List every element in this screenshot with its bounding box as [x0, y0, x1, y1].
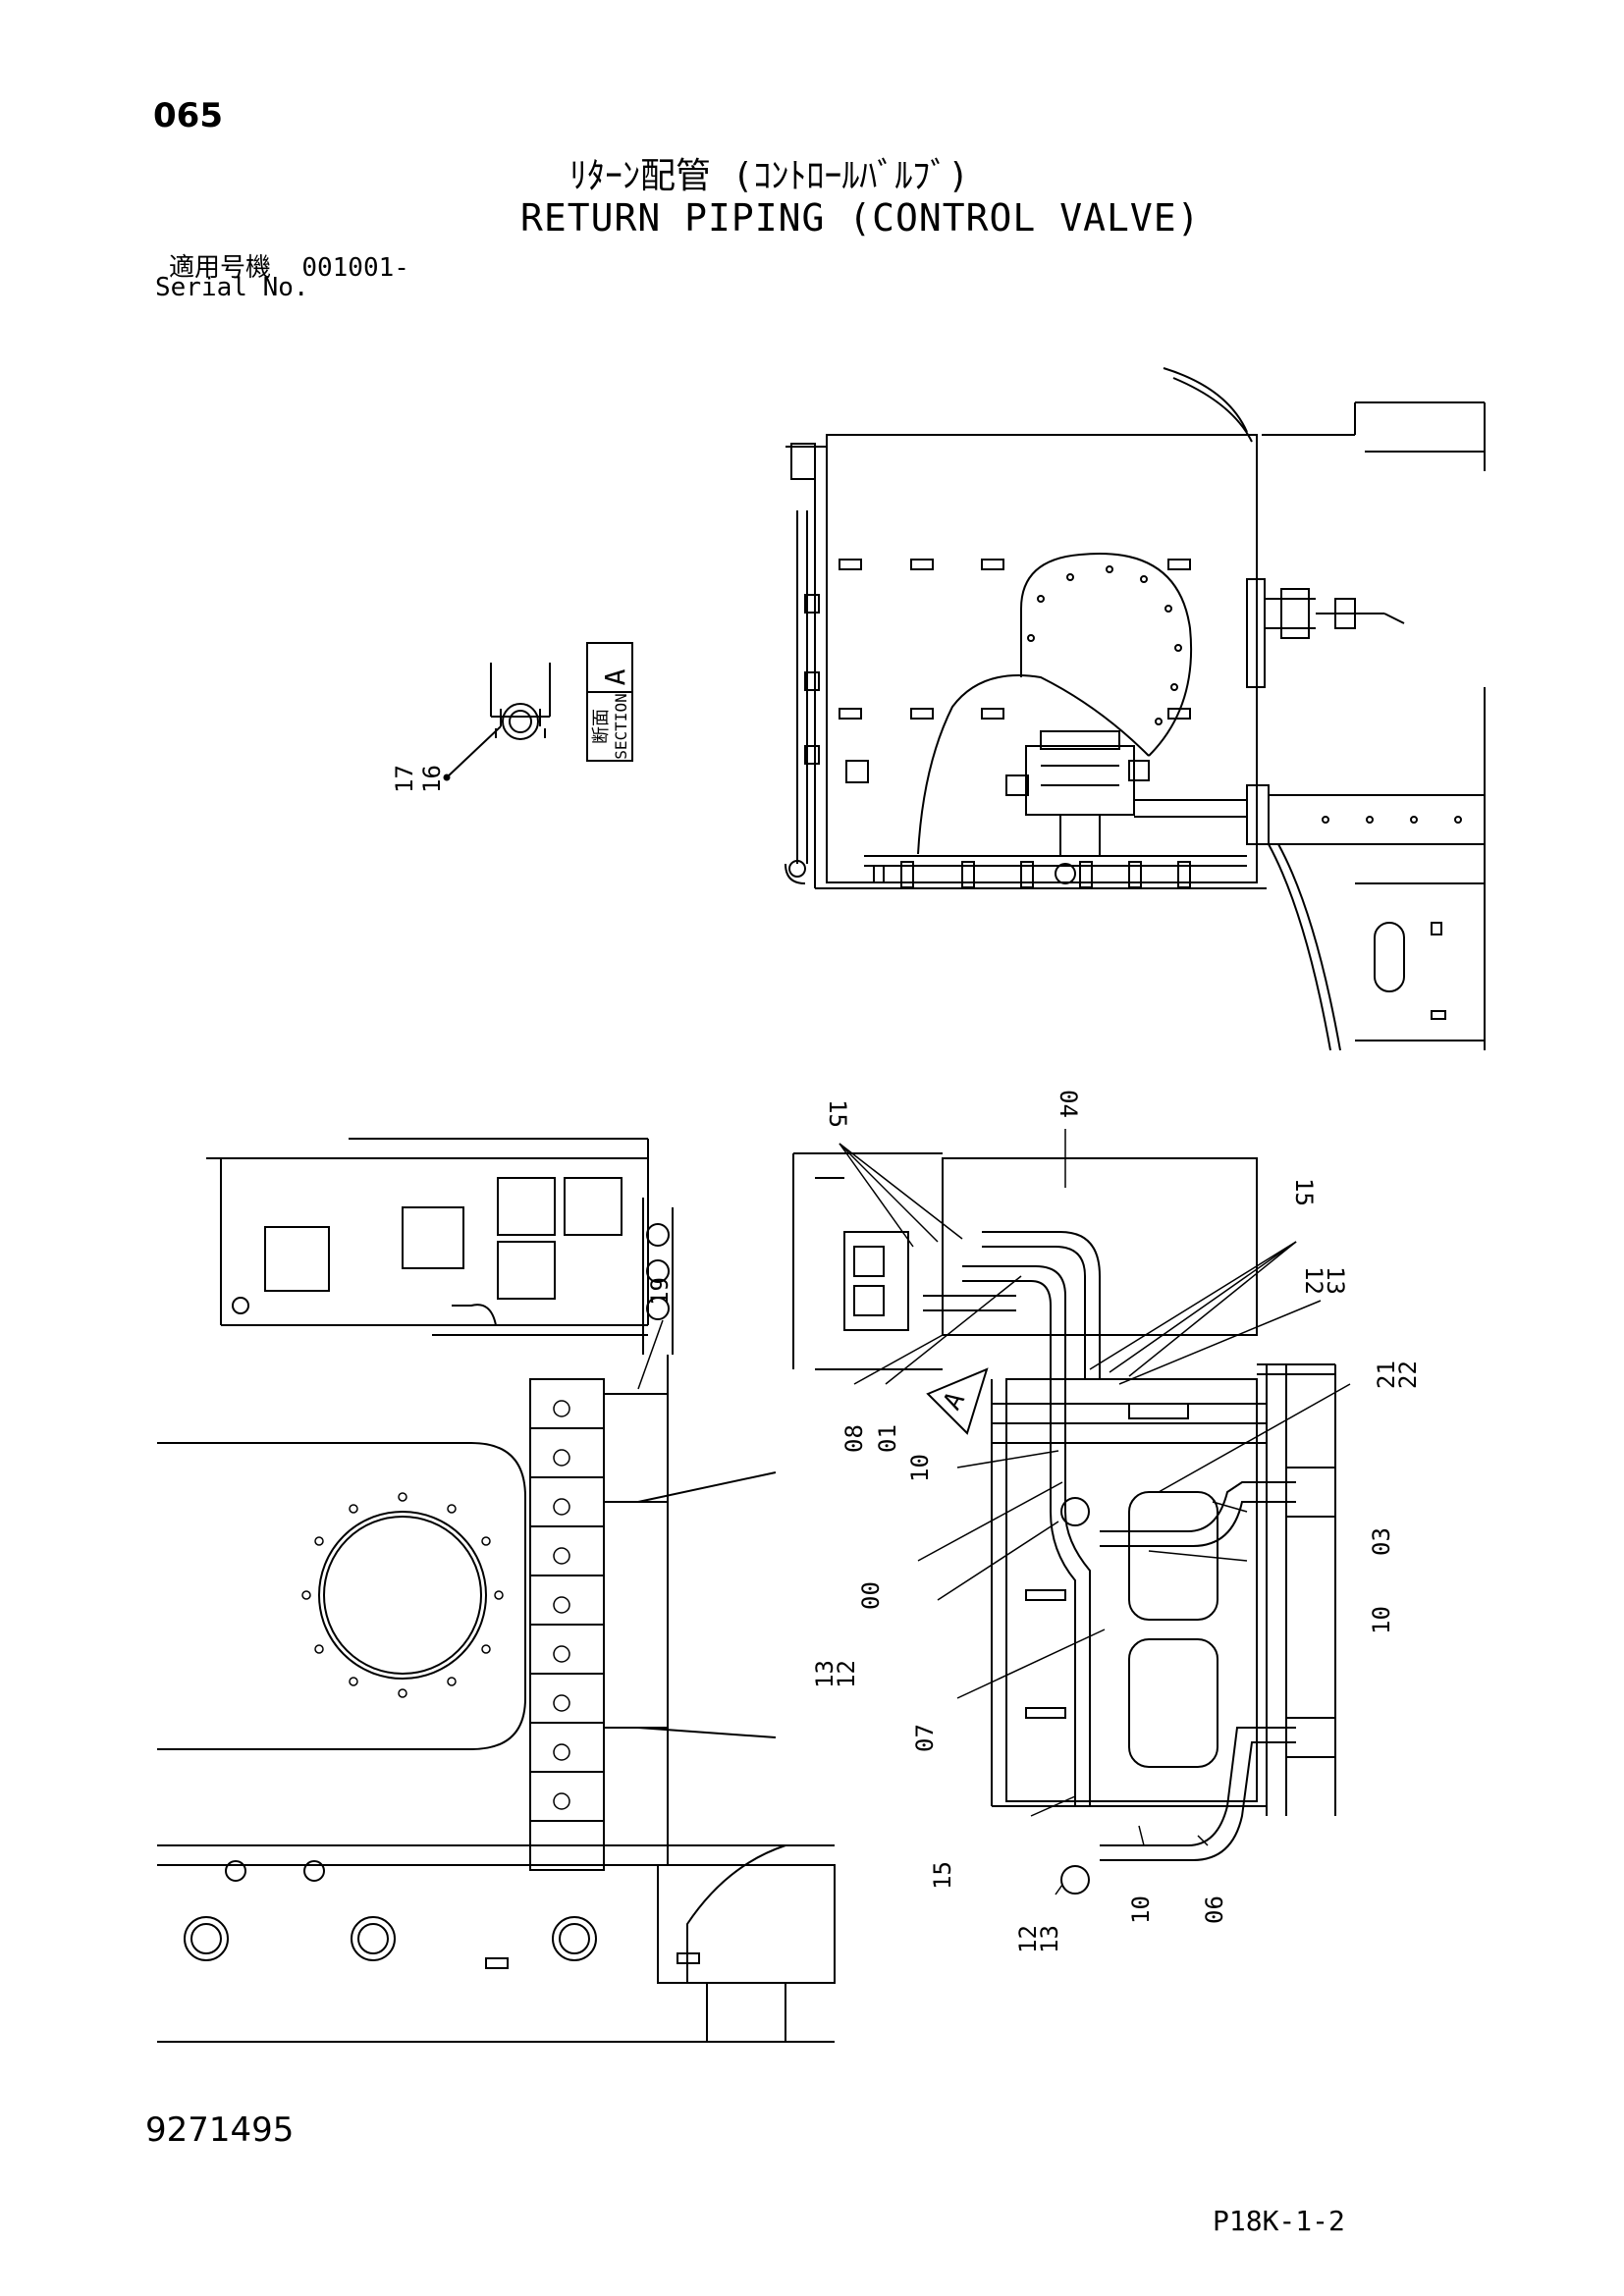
- section-a-detail: A 断面 SECTION 17 16: [391, 642, 633, 793]
- serial-label-japanese: 適用号機: [169, 253, 272, 283]
- document-number: 9271495: [145, 2110, 295, 2150]
- callout-labels: 15 04 15 12 13 19 21 22 08 01 10 03 10 0…: [646, 1090, 1422, 1953]
- section-label-english: SECTION: [612, 693, 630, 759]
- callout-01: 01: [874, 1424, 901, 1453]
- callout-07: 07: [911, 1724, 939, 1752]
- callout-10-upper: 10: [906, 1454, 934, 1482]
- callout-15-right: 15: [1290, 1178, 1318, 1206]
- serial-value: 001001-: [301, 253, 409, 283]
- title-english: RETURN PIPING (CONTROL VALVE): [520, 196, 1201, 240]
- callout-04: 04: [1055, 1090, 1082, 1118]
- callout-08: 08: [840, 1424, 868, 1453]
- callout-13-bottom: 13: [1036, 1925, 1063, 1953]
- view-arrow-label: A: [938, 1387, 971, 1415]
- callout-10-bottom: 10: [1127, 1896, 1155, 1924]
- callout-13-right: 13: [1322, 1266, 1349, 1295]
- callout-16: 16: [418, 765, 446, 793]
- callout-03: 03: [1368, 1527, 1395, 1556]
- section-letter: A: [599, 668, 631, 685]
- callout-17: 17: [391, 765, 418, 793]
- callout-22: 22: [1394, 1361, 1422, 1389]
- callout-19: 19: [646, 1277, 674, 1306]
- title-japanese: ﾘﾀｰﾝ配管 (ｺﾝﾄﾛｰﾙﾊﾞﾙﾌﾞ): [569, 156, 970, 196]
- serial-line-japanese: 適用号機 001001-: [169, 247, 409, 284]
- section-label-japanese: 断面: [591, 709, 612, 744]
- top-right-view: [785, 367, 1486, 1051]
- callout-21: 21: [1373, 1361, 1400, 1389]
- callout-12-left: 12: [833, 1660, 860, 1688]
- serial-label-english: Serial No.: [155, 273, 309, 302]
- callout-13-left: 13: [811, 1660, 839, 1688]
- sheet-code: P18K-1-2: [1213, 2205, 1345, 2237]
- bottom-right-view: [792, 1152, 1336, 1895]
- callout-15-bottom: 15: [929, 1861, 956, 1890]
- leader-lines: [637, 1129, 1351, 1896]
- callout-10-middle: 10: [1368, 1606, 1395, 1634]
- page-number: 065: [153, 96, 223, 135]
- callout-12-right: 12: [1300, 1266, 1327, 1295]
- callout-06: 06: [1201, 1896, 1228, 1924]
- callout-00: 00: [857, 1581, 885, 1610]
- bottom-left-view: [157, 1138, 836, 2043]
- callout-12-bottom: 12: [1014, 1925, 1042, 1953]
- callout-15-top: 15: [824, 1099, 851, 1128]
